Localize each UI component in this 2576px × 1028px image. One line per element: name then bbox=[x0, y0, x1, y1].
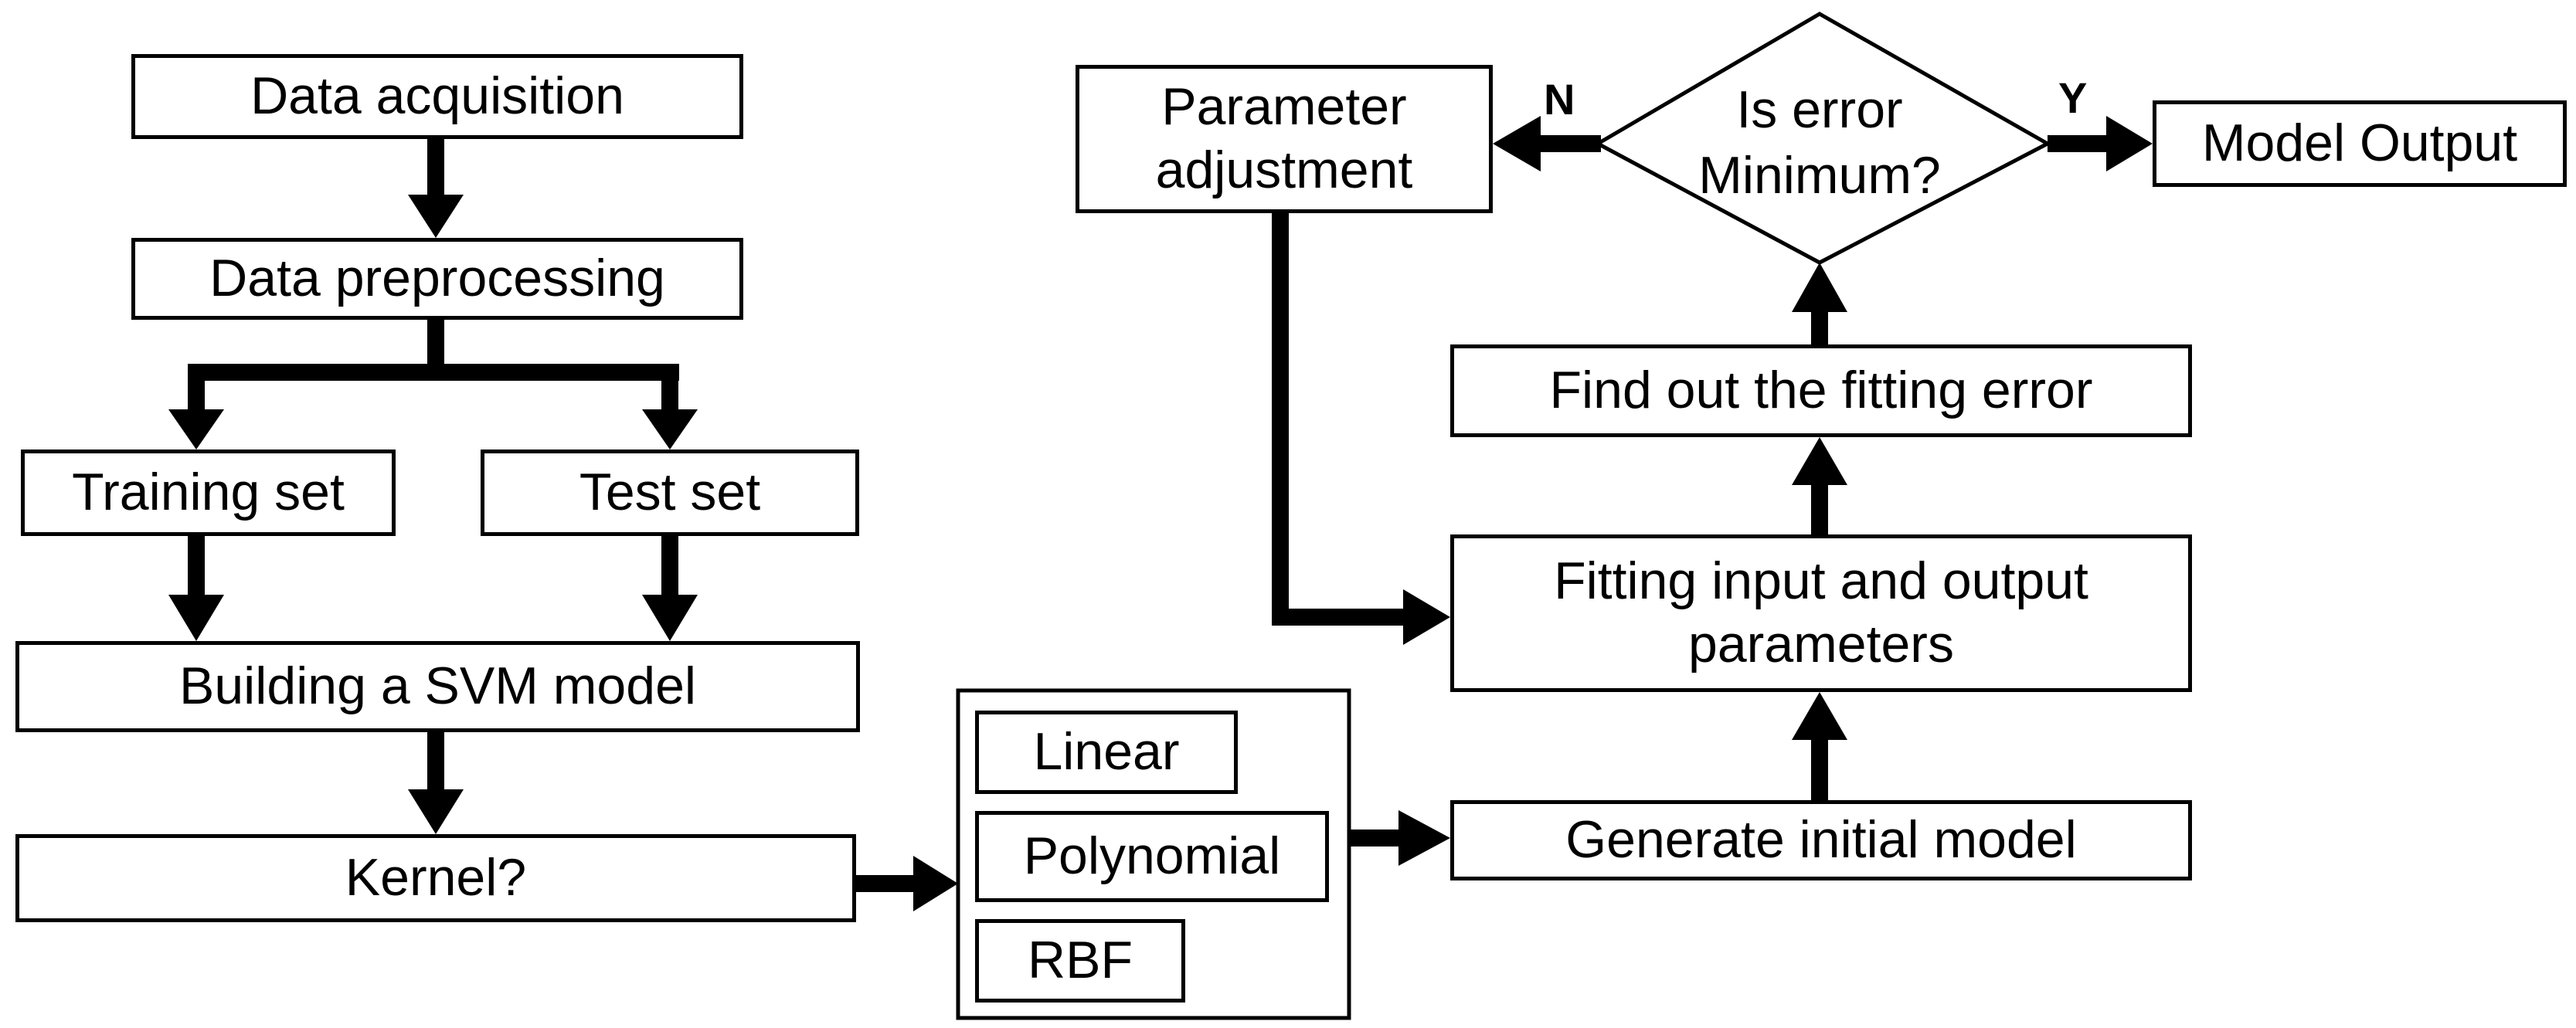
model-output-label: Model Output bbox=[2201, 114, 2518, 173]
data-acquisition-box: Data acquisition bbox=[131, 54, 743, 139]
model-output-box: Model Output bbox=[2153, 100, 2567, 187]
arrow-options-to-generate bbox=[1348, 810, 1450, 866]
parameter-adjustment-box: Parameter adjustment bbox=[1076, 65, 1493, 213]
kernel-options-frame bbox=[956, 688, 1351, 1020]
decision-diamond bbox=[1593, 12, 2052, 265]
arrow-error-to-decision bbox=[1792, 263, 1847, 344]
rbf-label: RBF bbox=[1028, 931, 1133, 990]
fitting-parameters-box: Fitting input and output parameters bbox=[1450, 534, 2192, 692]
kernel-label: Kernel? bbox=[345, 848, 527, 908]
kernel-option-linear: Linear bbox=[975, 711, 1238, 794]
arrow-test-to-svm bbox=[642, 536, 698, 641]
generate-initial-model-box: Generate initial model bbox=[1450, 800, 2192, 880]
test-set-box: Test set bbox=[481, 450, 859, 536]
kernel-option-rbf: RBF bbox=[975, 919, 1185, 1003]
linear-label: Linear bbox=[1033, 722, 1180, 782]
arrow-svm-to-kernel bbox=[408, 732, 464, 834]
arrow-decision-to-output bbox=[2048, 116, 2153, 171]
kernel-option-polynomial: Polynomial bbox=[975, 811, 1329, 902]
generate-initial-model-label: Generate initial model bbox=[1565, 810, 2077, 870]
parameter-adjustment-label: Parameter adjustment bbox=[1155, 77, 1413, 199]
building-svm-box: Building a SVM model bbox=[15, 641, 860, 732]
decision-label: Is error Minimum? bbox=[1698, 80, 1941, 205]
find-fitting-error-label: Find out the fitting error bbox=[1549, 361, 2093, 420]
kernel-box: Kernel? bbox=[15, 834, 856, 922]
arrow-fitting-to-error bbox=[1792, 437, 1847, 534]
arrow-preprocessing-split bbox=[168, 317, 698, 450]
arrow-acquisition-to-preprocessing bbox=[408, 139, 464, 238]
data-acquisition-label: Data acquisition bbox=[250, 66, 624, 126]
arrow-adjustment-to-fitting bbox=[1272, 213, 1450, 645]
arrow-training-to-svm bbox=[168, 536, 224, 641]
training-set-label: Training set bbox=[72, 463, 345, 522]
arrow-generate-to-fitting bbox=[1792, 692, 1847, 800]
test-set-label: Test set bbox=[579, 463, 761, 522]
branch-label-no: N bbox=[1544, 75, 1575, 124]
training-set-box: Training set bbox=[21, 450, 396, 536]
arrow-decision-to-adjustment bbox=[1493, 116, 1601, 171]
arrow-kernel-to-options bbox=[856, 856, 958, 911]
data-preprocessing-box: Data preprocessing bbox=[131, 238, 743, 320]
polynomial-label: Polynomial bbox=[1023, 826, 1281, 886]
find-fitting-error-box: Find out the fitting error bbox=[1450, 344, 2192, 437]
fitting-parameters-label: Fitting input and output parameters bbox=[1554, 551, 2088, 673]
building-svm-label: Building a SVM model bbox=[178, 656, 696, 716]
data-preprocessing-label: Data preprocessing bbox=[209, 249, 665, 308]
branch-label-yes: Y bbox=[2058, 73, 2088, 122]
